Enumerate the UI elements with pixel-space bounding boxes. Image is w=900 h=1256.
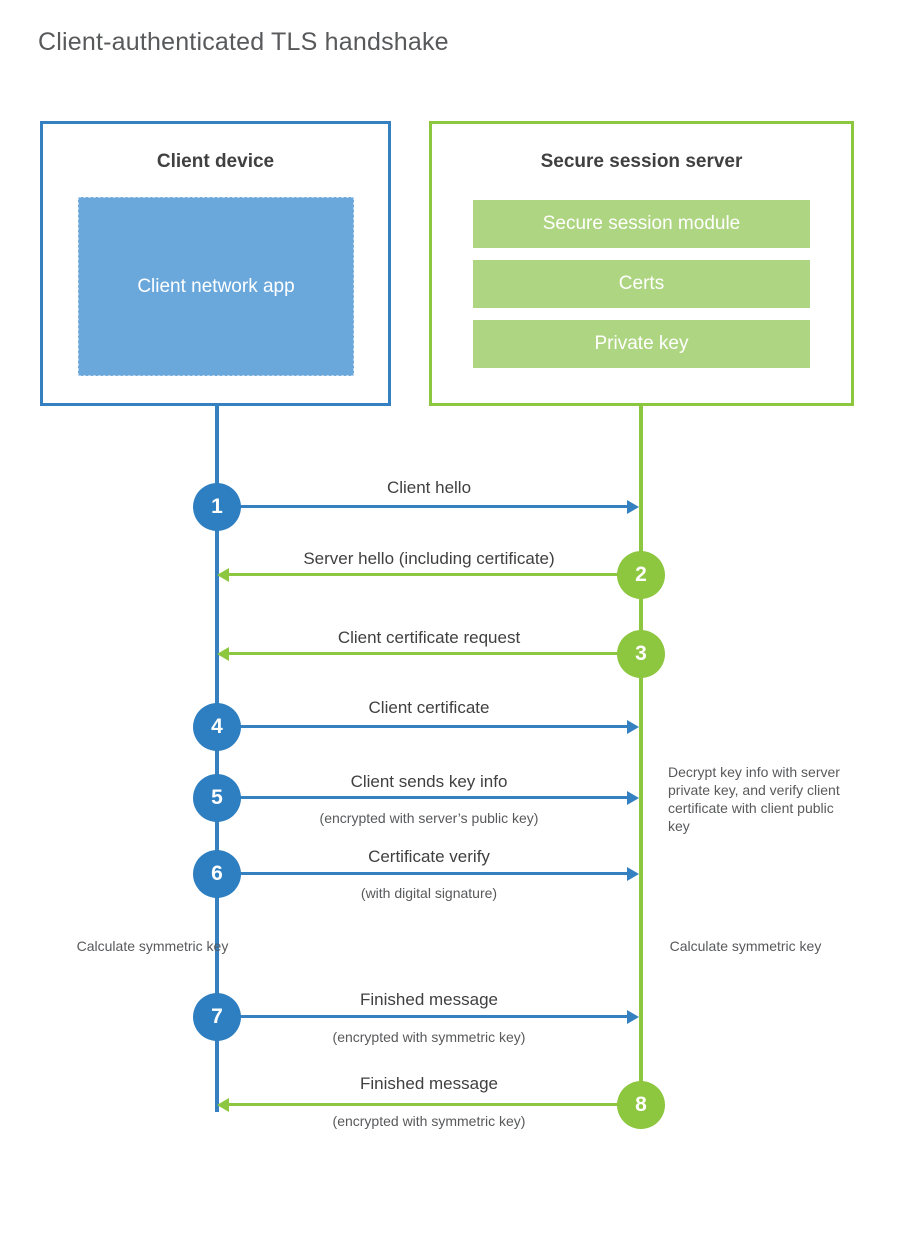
server-calculate-symmetric-key-annotation: Calculate symmetric key (669, 938, 822, 954)
step-7-circle: 7 (193, 993, 241, 1041)
client-lifeline (215, 404, 219, 1112)
step-3-circle: 3 (617, 630, 665, 678)
step-8-circle: 8 (617, 1081, 665, 1129)
client-calculate-symmetric-key-annotation: Calculate symmetric key (76, 938, 229, 954)
secure-session-server-box: Secure session server Secure session mod… (429, 121, 854, 406)
step-1-label: Client hello (386, 478, 472, 497)
page-title: Client-authenticated TLS handshake (38, 28, 449, 56)
server-decrypt-annotation: Decrypt key info with server private key… (668, 764, 840, 834)
step-7-sublabel: (encrypted with symmetric key) (332, 1029, 526, 1045)
step-5-circle: 5 (193, 774, 241, 822)
step-8-sublabel: (encrypted with symmetric key) (332, 1113, 526, 1129)
step-6-sublabel: (with digital signature) (360, 885, 498, 901)
server-lifeline (639, 404, 643, 1106)
secure-session-server-title: Secure session server (540, 151, 743, 172)
step-6-arrow-line (217, 872, 629, 875)
step-4-arrow-line (217, 725, 629, 728)
step-6-arrow-head-right-icon (627, 867, 639, 881)
step-2-label: Server hello (including certificate) (303, 549, 555, 568)
step-8-label: Finished message (360, 1074, 498, 1093)
step-3-label: Client certificate request (337, 628, 521, 647)
step-5-sublabel: (encrypted with server’s public key) (319, 810, 539, 826)
step-7-arrow-line (217, 1015, 629, 1018)
server-module-secure-session-module: Secure session module (473, 200, 810, 248)
step-1-arrow-head-right-icon (627, 500, 639, 514)
step-1-arrow-line (217, 505, 629, 508)
step-4-label: Client certificate (368, 698, 490, 717)
step-1-circle: 1 (193, 483, 241, 531)
client-device-title: Client device (156, 151, 275, 172)
step-4-arrow-head-right-icon (627, 720, 639, 734)
step-7-label: Finished message (360, 990, 498, 1009)
server-module-private-key: Private key (473, 320, 810, 368)
step-6-label: Certificate verify (368, 847, 490, 866)
step-8-arrow-line (229, 1103, 641, 1106)
step-3-arrow-head-left-icon (217, 647, 229, 661)
step-5-label: Client sends key info (350, 772, 508, 791)
step-2-arrow-head-left-icon (217, 568, 229, 582)
step-3-arrow-line (229, 652, 641, 655)
step-8-arrow-head-left-icon (217, 1098, 229, 1112)
step-4-circle: 4 (193, 703, 241, 751)
client-network-app-label: Client network app (137, 275, 295, 297)
step-6-circle: 6 (193, 850, 241, 898)
server-module-certs: Certs (473, 260, 810, 308)
step-2-arrow-line (229, 573, 641, 576)
step-5-arrow-line (217, 796, 629, 799)
client-device-box: Client device Client network app (40, 121, 391, 406)
client-network-app-block: Client network app (78, 197, 354, 376)
step-2-circle: 2 (617, 551, 665, 599)
server-modules-list: Secure session module Certs Private key (473, 200, 810, 368)
step-5-arrow-head-right-icon (627, 791, 639, 805)
step-7-arrow-head-right-icon (627, 1010, 639, 1024)
